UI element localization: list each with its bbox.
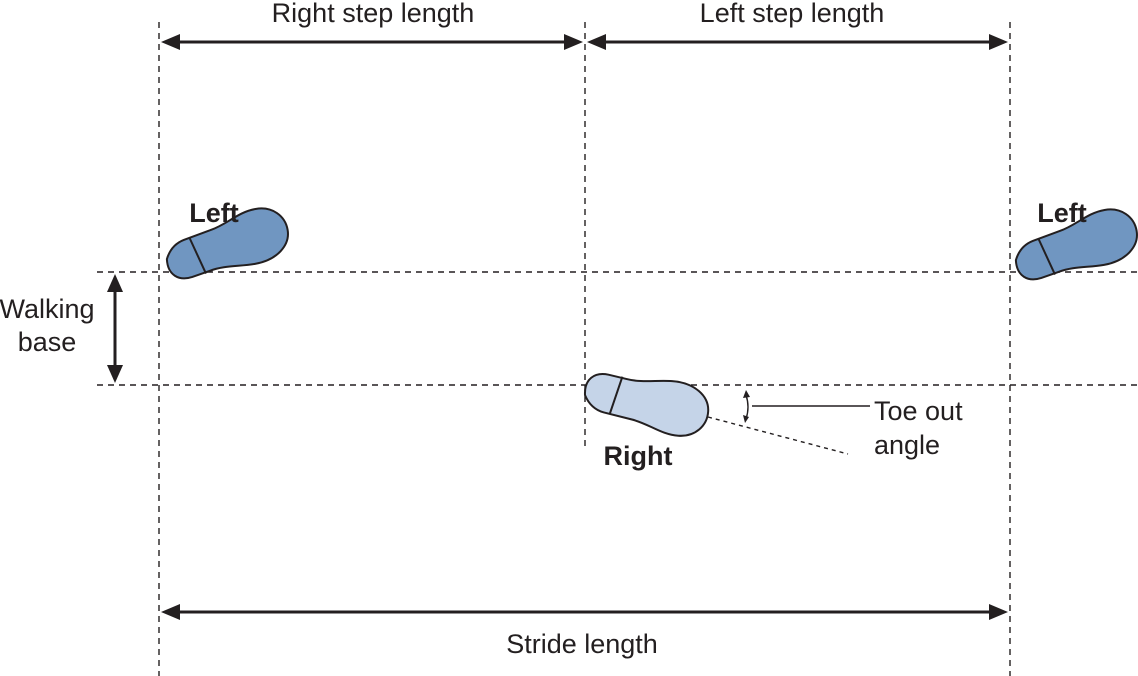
walking-base-label-line2: base — [18, 327, 77, 357]
toe-out-angle-marker — [707, 390, 870, 455]
left-foot-label-2: Left — [1037, 198, 1087, 228]
walking-base-label-line1: Walking — [0, 294, 95, 324]
toe-out-angle-label-line1: Toe out — [874, 396, 963, 426]
left-footprint-2 — [1008, 204, 1138, 284]
stride-length-arrow — [161, 604, 1008, 620]
foot-axis-line — [707, 416, 849, 455]
stride-length-label: Stride length — [506, 629, 658, 659]
toe-out-angle-label-line2: angle — [874, 430, 940, 460]
right-footprint-sole — [581, 371, 712, 439]
right-foot-label: Right — [604, 441, 673, 471]
walking-base-arrow — [107, 274, 123, 383]
left-footprint-1 — [159, 203, 294, 283]
right-footprint — [581, 371, 712, 439]
left-foot-label-1: Left — [189, 198, 239, 228]
right-step-length-label: Right step length — [272, 0, 475, 28]
left-step-length-arrow — [587, 34, 1008, 50]
right-step-length-arrow — [161, 34, 583, 50]
angle-arc — [745, 394, 749, 420]
left-step-length-label: Left step length — [700, 0, 885, 28]
